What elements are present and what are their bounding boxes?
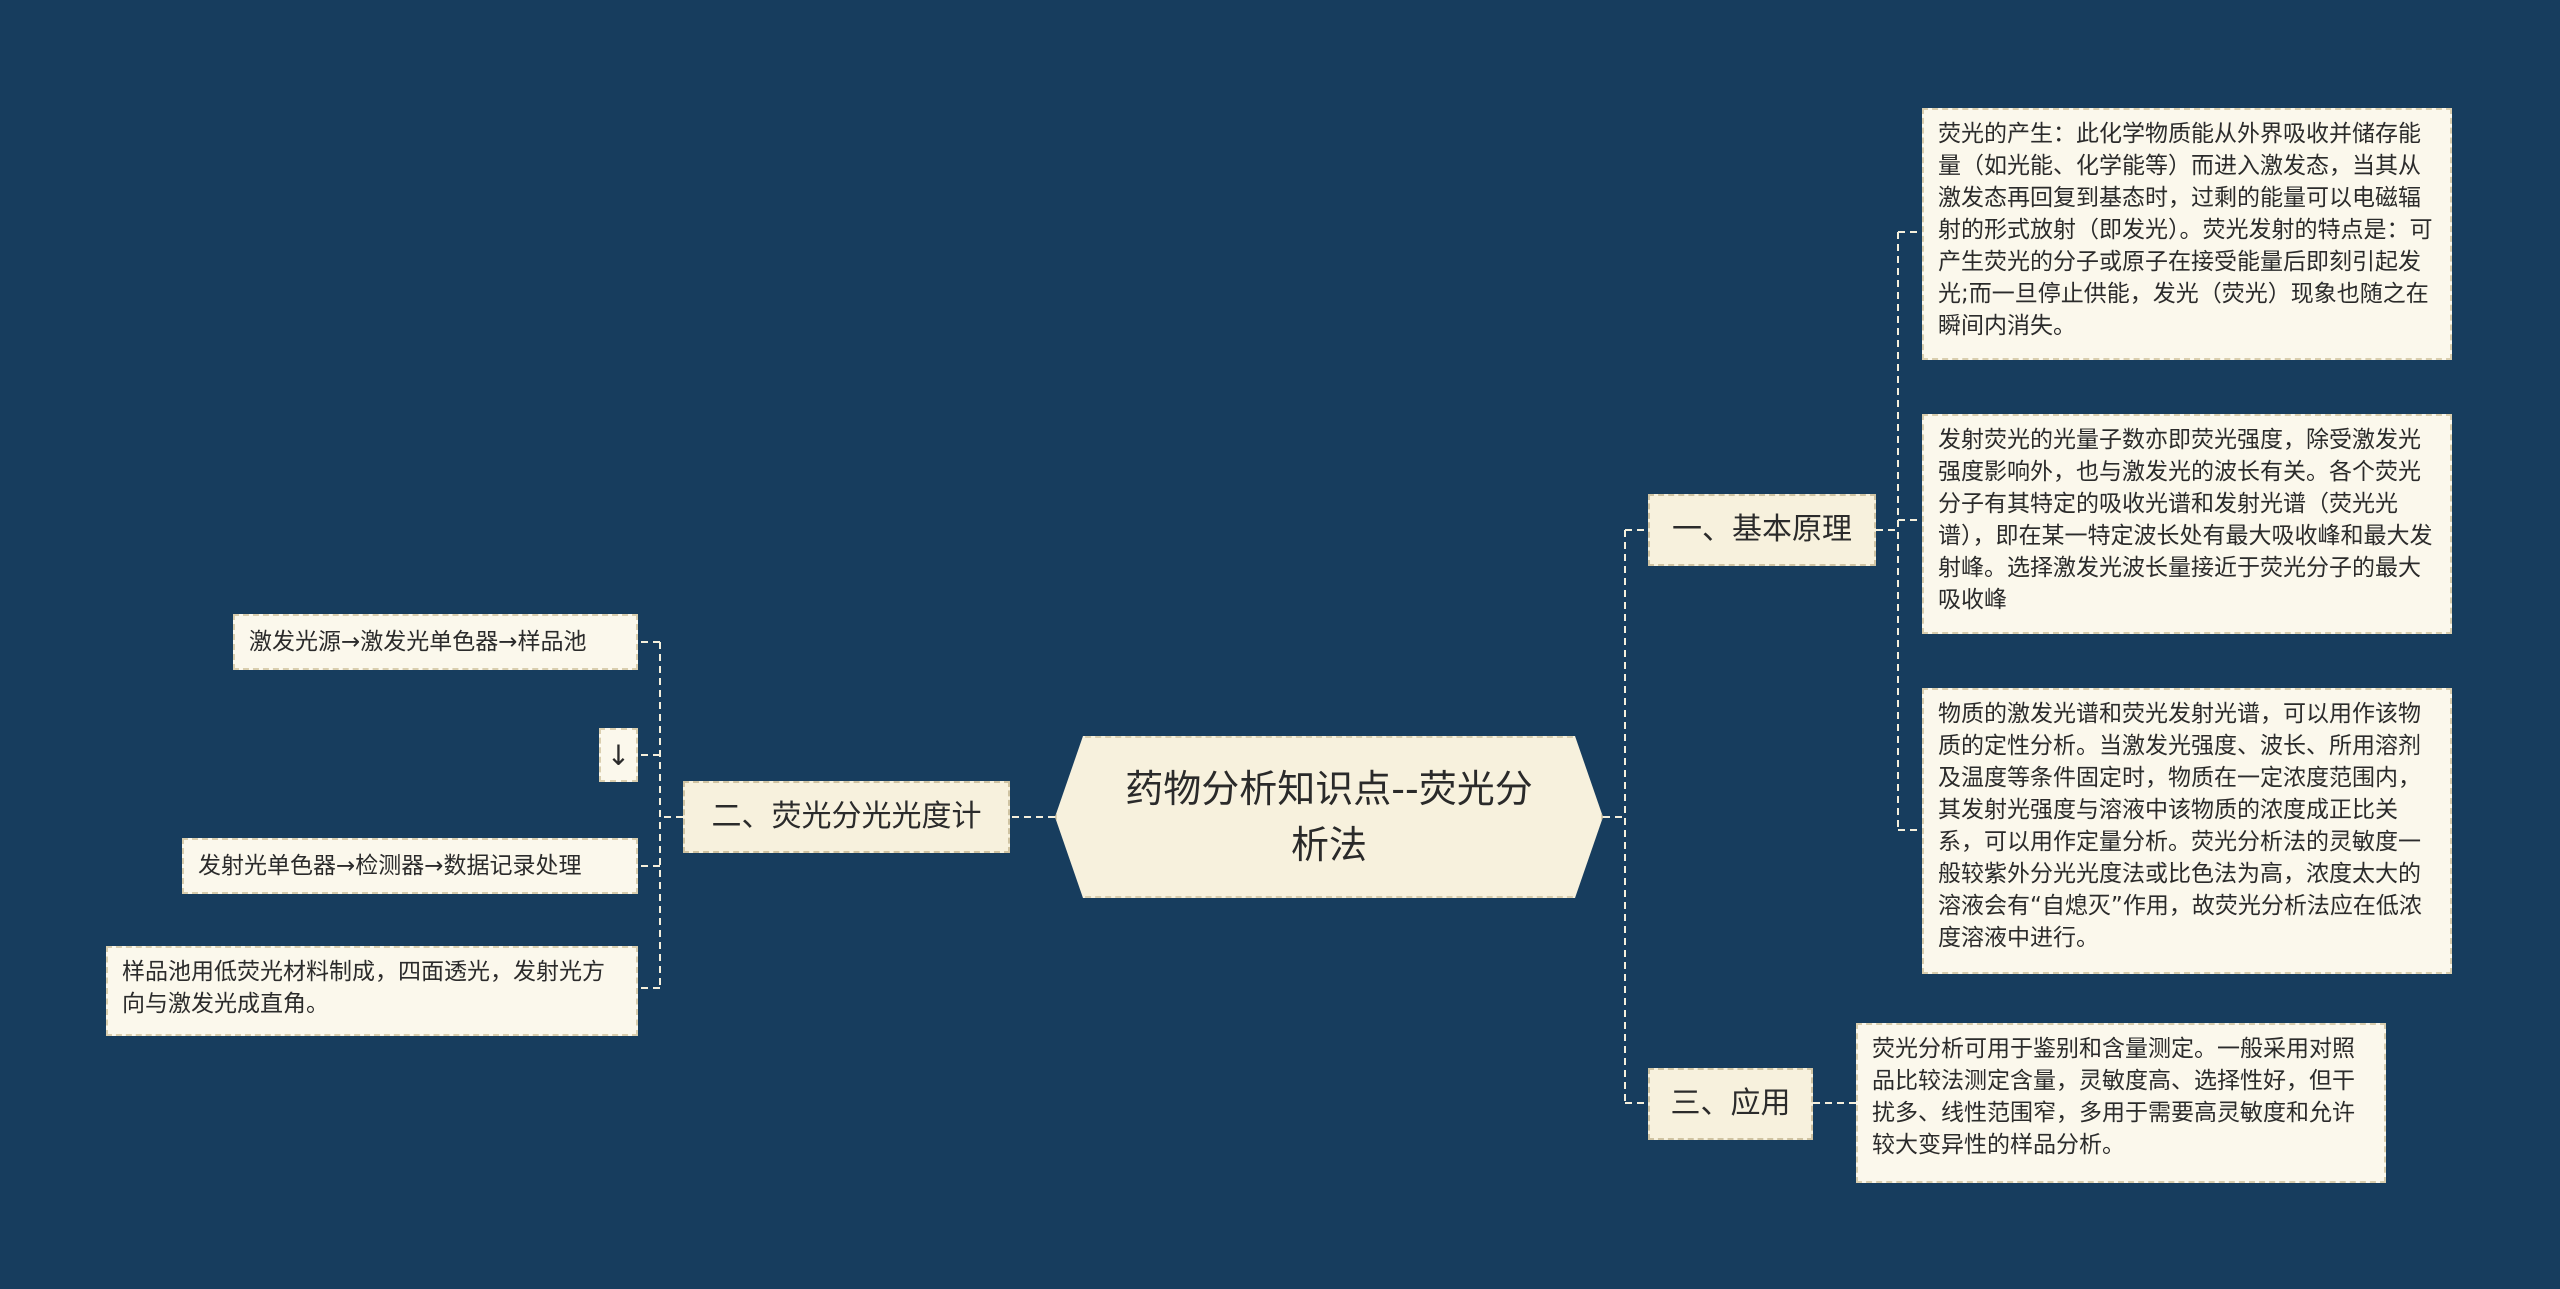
branch-application[interactable]: 三、应用 [1648, 1068, 1813, 1140]
leaf-instrument-detection-path[interactable]: 发射光单色器→检测器→数据记录处理 [182, 838, 638, 894]
leaf-instrument-light-path[interactable]: 激发光源→激发光单色器→样品池 [233, 614, 638, 670]
branch-label: 三、应用 [1670, 1086, 1791, 1121]
branch-basic-principle[interactable]: 一、基本原理 [1648, 494, 1876, 566]
leaf-text: 发射光单色器→检测器→数据记录处理 [198, 853, 582, 879]
down-arrow-icon: ↓ [606, 738, 631, 772]
leaf-instrument-sample-cell[interactable]: 样品池用低荧光材料制成，四面透光，发射光方向与激发光成直角。 [106, 946, 638, 1036]
leaf-text: 样品池用低荧光材料制成，四面透光，发射光方向与激发光成直角。 [122, 959, 605, 1017]
leaf-text: 荧光分析可用于鉴别和含量测定。一般采用对照品比较法测定含量，灵敏度高、选择性好，… [1872, 1036, 2355, 1158]
central-topic-label: 药物分析知识点--荧光分析法 [1125, 767, 1533, 867]
leaf-text: 荧光的产生：此化学物质能从外界吸收并储存能量（如光能、化学能等）而进入激发态，当… [1938, 121, 2433, 339]
branch-label: 二、荧光分光光度计 [711, 799, 982, 834]
leaf-text: 物质的激发光谱和荧光发射光谱，可以用作该物质的定性分析。当激发光强度、波长、所用… [1938, 701, 2422, 951]
leaf-text: 激发光源→激发光单色器→样品池 [249, 629, 587, 655]
leaf-principle-2[interactable]: 发射荧光的光量子数亦即荧光强度，除受激发光强度影响外，也与激发光的波长有关。各个… [1922, 414, 2452, 634]
leaf-application-1[interactable]: 荧光分析可用于鉴别和含量测定。一般采用对照品比较法测定含量，灵敏度高、选择性好，… [1856, 1023, 2386, 1183]
central-topic[interactable]: 药物分析知识点--荧光分析法 [1055, 736, 1603, 898]
leaf-principle-1[interactable]: 荧光的产生：此化学物质能从外界吸收并储存能量（如光能、化学能等）而进入激发态，当… [1922, 108, 2452, 360]
leaf-instrument-arrow[interactable]: ↓ [599, 728, 638, 782]
leaf-text: 发射荧光的光量子数亦即荧光强度，除受激发光强度影响外，也与激发光的波长有关。各个… [1938, 427, 2433, 613]
branch-fluorescence-spectrophotometer[interactable]: 二、荧光分光光度计 [683, 781, 1010, 853]
leaf-principle-3[interactable]: 物质的激发光谱和荧光发射光谱，可以用作该物质的定性分析。当激发光强度、波长、所用… [1922, 688, 2452, 974]
branch-label: 一、基本原理 [1672, 512, 1852, 547]
